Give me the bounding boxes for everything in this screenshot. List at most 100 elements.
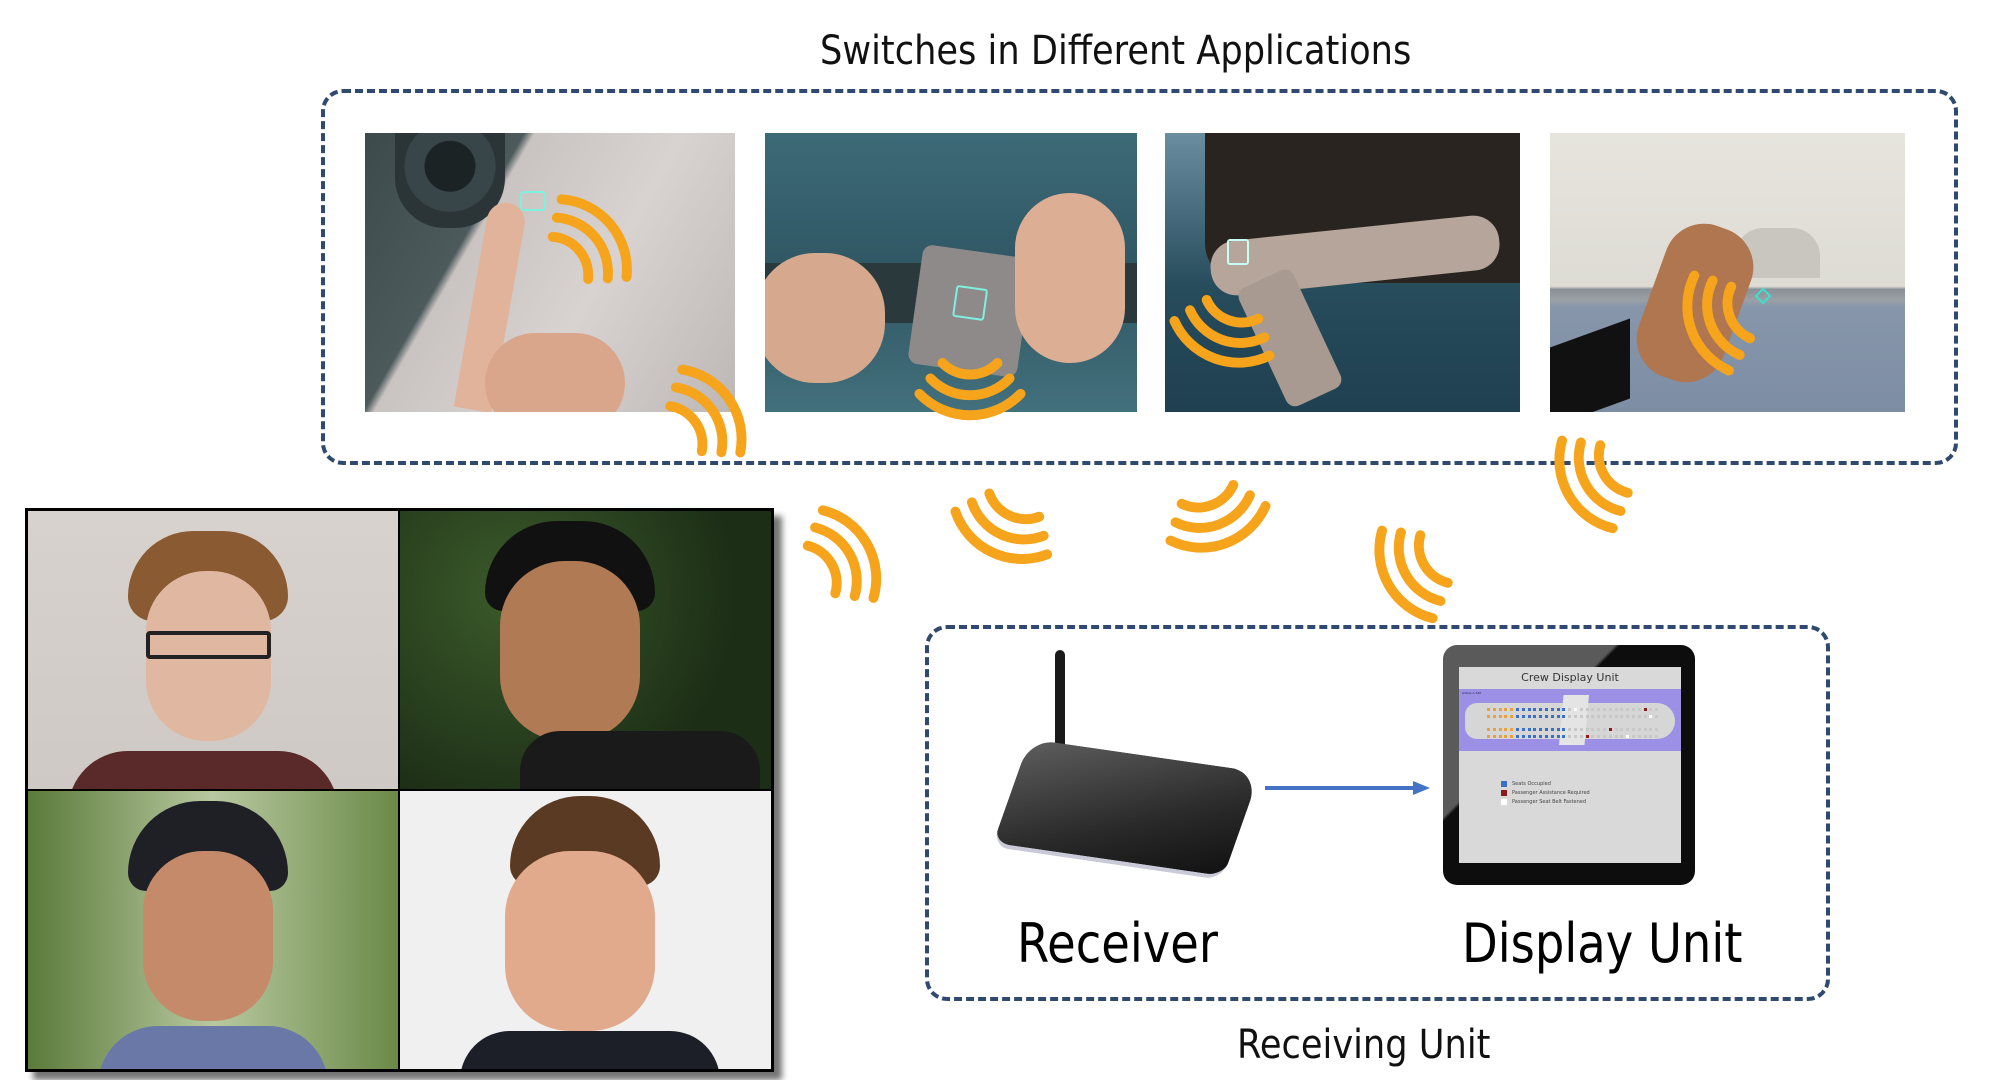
seat-dot [1568, 728, 1572, 731]
seat-dot [1643, 715, 1647, 718]
screen-legend: Seats Occupied Passenger Assistance Requ… [1501, 779, 1590, 806]
seat-dot [1626, 708, 1630, 711]
seat-dot [1608, 708, 1612, 711]
display-unit-tablet: Crew Display Unit Airbus A 320 Seats Occ… [1443, 645, 1695, 885]
seat-dot [1649, 715, 1653, 718]
wireless-wave-icon [1360, 515, 1470, 625]
legend-item-seat-belt-fastened: Passenger Seat Belt Fastened [1501, 797, 1590, 806]
right-hand-shape [1015, 193, 1125, 363]
wireless-wave-icon [1540, 425, 1650, 535]
seat-dot [1568, 735, 1572, 738]
seat-dot [1533, 728, 1537, 731]
person-photo [28, 791, 398, 1069]
receiver-label: Receiver [1017, 912, 1218, 975]
seat-dot [1591, 728, 1595, 731]
seat-dot [1562, 735, 1566, 738]
seat-dot [1527, 708, 1531, 711]
seat-dot [1504, 735, 1508, 738]
seat-dot [1637, 708, 1641, 711]
chip-glow-icon [1227, 239, 1249, 265]
seat-dot [1632, 735, 1635, 738]
seat-dot [1492, 735, 1496, 738]
seat-dot [1556, 715, 1560, 718]
seat-dot [1574, 715, 1577, 718]
face-shape [143, 851, 273, 1021]
seat-dot [1579, 715, 1583, 718]
seat-dot [1643, 735, 1647, 738]
legend-swatch [1501, 780, 1507, 787]
seat-dot [1545, 735, 1548, 738]
seat-dot [1620, 715, 1624, 718]
legend-label: Passenger Assistance Required [1512, 789, 1590, 796]
wireless-wave-icon [540, 194, 650, 320]
wireless-wave-icon [655, 364, 765, 490]
seat-dot [1608, 735, 1612, 738]
shirt-shape [68, 751, 338, 789]
seat-dot [1516, 708, 1519, 711]
display-unit-label: Display Unit [1462, 912, 1743, 975]
seat-dot [1545, 708, 1548, 711]
receiving-unit-title: Receiving Unit [1237, 1022, 1491, 1068]
seat-dot [1614, 708, 1618, 711]
seat-dot [1655, 728, 1659, 731]
receiving-unit-box [925, 625, 1830, 1001]
seat-dot [1637, 715, 1641, 718]
seat-dot [1504, 728, 1508, 731]
receiver-to-display-arrow [1265, 780, 1430, 795]
seat-dot [1632, 728, 1635, 731]
seat-dot [1510, 708, 1514, 711]
seat-dot [1626, 735, 1630, 738]
seat-dot [1550, 728, 1554, 731]
wireless-wave-icon [950, 470, 1060, 580]
person-photo [28, 511, 398, 789]
seat-dot [1510, 728, 1514, 731]
receiver-device [991, 650, 1261, 881]
seat-dot [1492, 708, 1496, 711]
person-photo [400, 511, 771, 789]
seat-dot [1516, 728, 1519, 731]
people-photo-grid [25, 508, 774, 1072]
seat-dot [1487, 735, 1490, 738]
seat-dot [1591, 708, 1595, 711]
seat-dot [1487, 728, 1490, 731]
seat-dot [1585, 735, 1589, 738]
face-shape [500, 561, 640, 741]
seat-dot [1649, 708, 1653, 711]
seat-dot [1591, 715, 1595, 718]
seat-dot [1498, 728, 1502, 731]
seat-dot [1608, 715, 1612, 718]
seat-dot [1655, 715, 1659, 718]
seat-dot [1527, 735, 1531, 738]
seat-dot [1603, 708, 1606, 711]
seat-dot [1556, 728, 1560, 731]
diagram-title: Switches in Different Applications [820, 28, 1412, 74]
sleeve-shape [1550, 318, 1630, 412]
seat-dot [1585, 715, 1589, 718]
seat-dot [1521, 735, 1525, 738]
hand-shape [485, 333, 625, 412]
seat-dot [1574, 735, 1577, 738]
seat-dot [1492, 715, 1496, 718]
legend-item-seats-occupied: Seats Occupied [1501, 779, 1590, 788]
seat-dot [1492, 728, 1496, 731]
seat-dot [1556, 708, 1560, 711]
seat-dot [1562, 715, 1566, 718]
seat-dot [1562, 708, 1566, 711]
legend-swatch [1501, 789, 1507, 796]
seat-dot [1574, 708, 1577, 711]
seat-dot [1620, 708, 1624, 711]
seat-dot [1626, 715, 1630, 718]
chip-glow-icon [952, 284, 989, 322]
glasses-icon [146, 631, 271, 659]
seat-dot [1603, 735, 1606, 738]
seat-dot [1597, 715, 1601, 718]
seat-dot [1527, 728, 1531, 731]
legend-item-assistance-required: Passenger Assistance Required [1501, 788, 1590, 797]
seat-dot [1568, 715, 1572, 718]
seat-dot [1649, 728, 1653, 731]
seat-dot [1498, 708, 1502, 711]
seat-dot [1516, 715, 1519, 718]
seat-dot [1562, 728, 1566, 731]
antenna-shape [1055, 650, 1065, 760]
jacket-shape [460, 1031, 720, 1069]
